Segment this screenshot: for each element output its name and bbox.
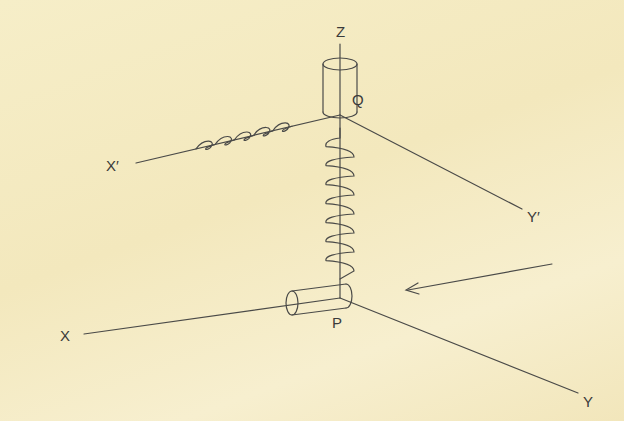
horizontal-spring <box>196 123 292 150</box>
direction-arrow <box>406 264 552 294</box>
axis-label: X′ <box>106 158 119 173</box>
axis-label: Z <box>336 24 345 39</box>
top-cylinder <box>323 58 357 118</box>
point-label: P <box>332 315 342 330</box>
axis-label: Y <box>583 394 593 409</box>
vertical-spring <box>326 128 354 279</box>
y-prime-axis <box>340 115 522 209</box>
z-axis <box>339 44 340 298</box>
x-prime-axis <box>136 115 340 163</box>
axis-label: Y′ <box>527 209 540 224</box>
y-axis <box>340 298 578 393</box>
bottom-cylinder <box>286 284 352 315</box>
point-label: Q <box>352 92 364 107</box>
axis-label: X <box>60 328 70 343</box>
x-axis <box>84 298 340 334</box>
springs <box>196 123 354 279</box>
